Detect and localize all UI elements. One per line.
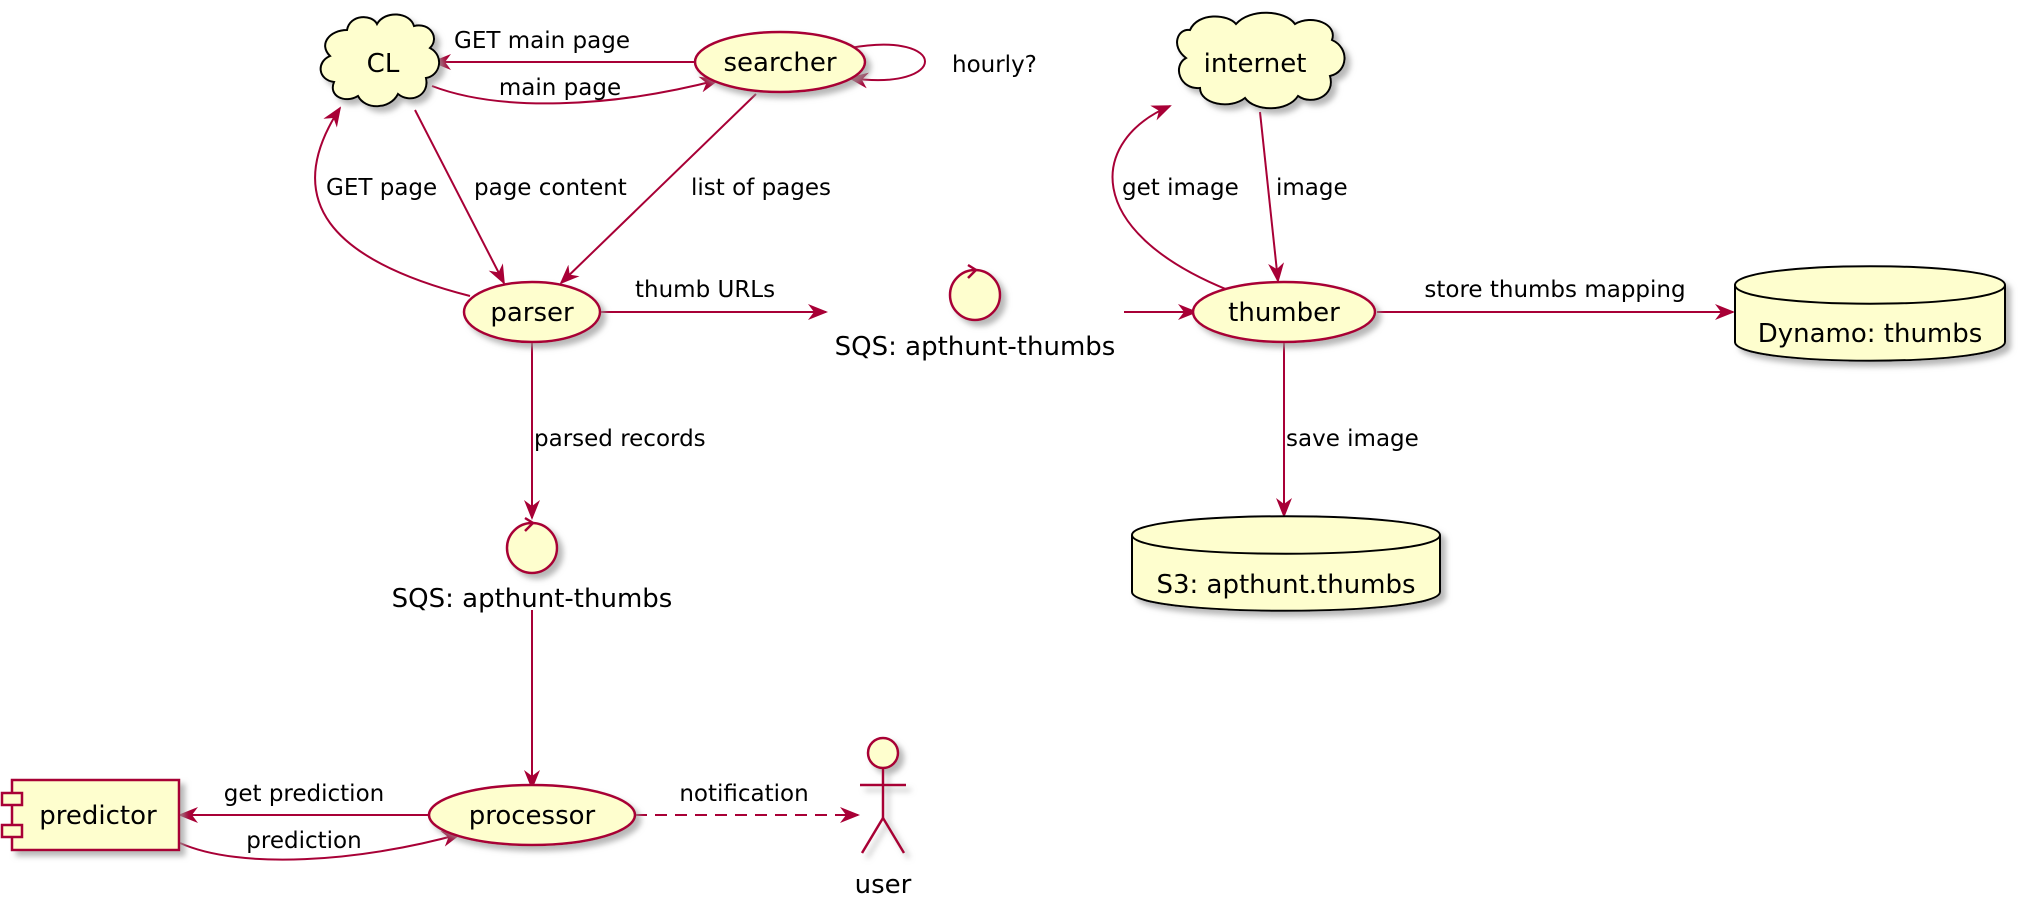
edge-label-get-page: GET page [326,175,437,201]
edge-get-page: GET page [314,106,471,297]
edge-main-page: main page [431,75,720,105]
usecase-processor-label: processor [469,801,596,831]
queue-bottom-label: SQS: apthunt-thumbs [392,584,673,614]
cloud-internet: internet [1176,11,1346,110]
database-s3-label: S3: apthunt.thumbs [1156,570,1415,600]
database-dynamo-thumbs: Dynamo: thumbs [1734,265,2006,362]
edge-prediction: prediction [179,828,462,861]
edge-label-notification: notification [679,781,808,807]
edge-image: image [1259,111,1348,283]
edge-get-image: get image [1111,105,1239,291]
edge-store-thumbs-mapping: store thumbs mapping [1377,277,1735,320]
queue-top-label: SQS: apthunt-thumbs [835,332,1116,362]
edge-hourly-loop: hourly? [848,43,1037,89]
queue-apthunt-thumbs-bottom: SQS: apthunt-thumbs [392,516,673,614]
edge-label-save-image: save image [1286,426,1419,452]
cloud-cl: CL [319,13,441,108]
usecase-parser-label: parser [490,298,574,328]
edge-label-prediction: prediction [246,828,361,854]
edge-label-store-thumbs-mapping: store thumbs mapping [1424,277,1685,303]
edge-label-get-prediction: get prediction [224,781,384,807]
edge-save-image: save image [1276,342,1419,518]
edge-get-prediction: get prediction [178,781,428,823]
usecase-searcher-label: searcher [723,48,836,78]
edge-list-of-pages: list of pages [559,93,831,285]
usecase-thumber: thumber [1191,280,1377,344]
edge-label-list-of-pages: list of pages [691,175,831,201]
usecase-thumber-label: thumber [1228,298,1340,328]
edge-label-get-main-page: GET main page [454,28,630,54]
component-predictor: predictor [0,778,181,852]
edge-get-main-page: GET main page [431,28,695,70]
usecase-parser: parser [462,280,602,344]
edge-parsed-records: parsed records [524,342,706,520]
actor-user-label: user [855,870,912,900]
cloud-internet-label: internet [1204,49,1307,79]
database-dynamo-label: Dynamo: thumbs [1758,319,1983,349]
edge-label-hourly: hourly? [952,52,1037,78]
usecase-searcher: searcher [693,30,867,94]
edge-label-main-page: main page [499,75,621,101]
queue-apthunt-thumbs-top: SQS: apthunt-thumbs [835,263,1116,362]
edge-label-thumb-urls: thumb URLs [635,277,775,303]
edge-thumb-urls: thumb URLs [598,277,828,320]
edge-label-page-content: page content [474,175,627,201]
cloud-cl-label: CL [367,49,400,79]
edge-label-get-image: get image [1122,175,1239,201]
usecase-processor: processor [427,783,637,847]
edge-label-image: image [1276,175,1348,201]
edge-notification: notification [635,781,860,823]
edge-label-parsed-records: parsed records [534,426,706,452]
database-s3-apthunt-thumbs: S3: apthunt.thumbs [1131,515,1441,612]
component-predictor-label: predictor [39,801,157,831]
actor-user: user [855,736,912,900]
edge-page-content: page content [414,109,627,285]
